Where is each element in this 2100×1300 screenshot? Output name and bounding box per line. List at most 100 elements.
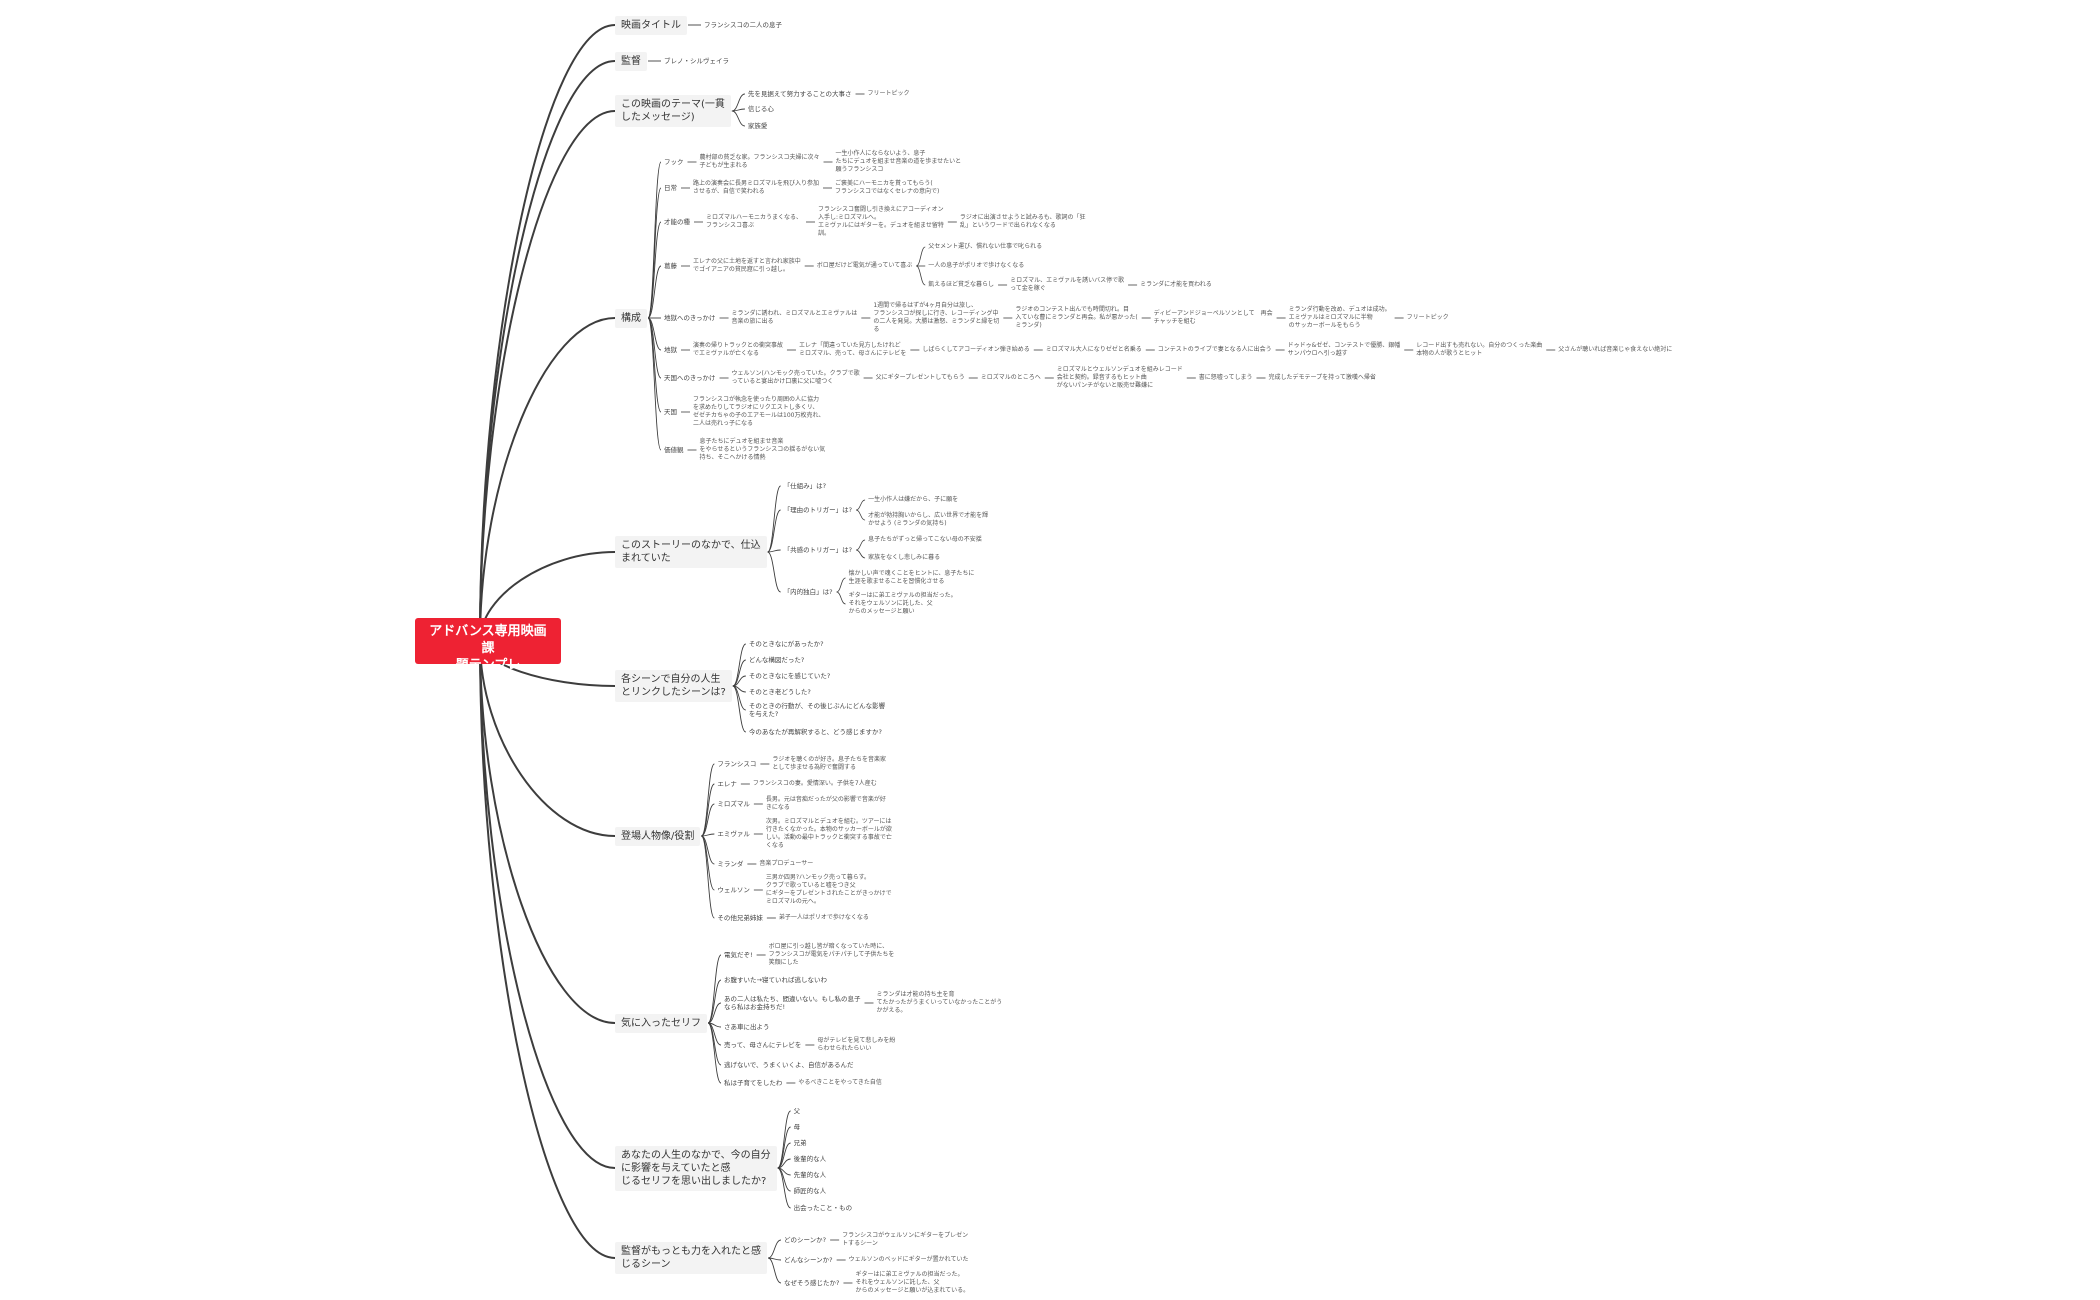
- branch-lines-item-5[interactable]: 逃げないで、うまくいくよ、自信があるんだ: [724, 1060, 854, 1069]
- branch-setup-item-1-0[interactable]: 一生小作人は嫌だから、子に願を: [868, 496, 959, 504]
- branch-influence-item-4[interactable]: 先輩的な人: [793, 1170, 827, 1179]
- branch-lines[interactable]: 気に入ったセリフ: [615, 1013, 707, 1033]
- branch-influence-item-3[interactable]: 後輩的な人: [793, 1154, 827, 1163]
- branch-structure-item-5-0-0-0-0-0-0-0-0[interactable]: 父さんが聴いれば音楽じゃ食えない絶対に: [1558, 346, 1673, 354]
- branch-structure-item-2-0[interactable]: ミロズマルハーモニカうまくなる、 フランシスコ喜ぶ: [706, 214, 803, 229]
- branch-lines-item-0[interactable]: 電気だぞ!: [724, 950, 753, 959]
- branch-scene-item-1[interactable]: どんな構図だった?: [748, 655, 805, 664]
- branch-structure-item-4-0-0-0[interactable]: ラジオのコンテスト出んでも時間切れ。目 入ていな曹にミランダと再会。私が悪かった…: [1015, 306, 1138, 329]
- branch-setup-item-0[interactable]: 「仕組み」は?: [783, 481, 827, 490]
- branch-characters-item-1[interactable]: エレナ: [717, 779, 737, 788]
- branch-characters-item-3-0[interactable]: 次男。ミロズマルとデュオを組む。ツアーには 行きたくなかった。本物のサッカーボー…: [765, 818, 892, 849]
- branch-lines-item-6-0[interactable]: やるべきことをやってきた自信: [798, 1079, 882, 1087]
- branch-structure-item-4[interactable]: 地獄へのきっかけ: [664, 313, 716, 322]
- branch-structure-item-3-0-0-0[interactable]: 父セメント運び、慣れない仕事で叱られる: [928, 243, 1043, 251]
- branch-lines-item-6[interactable]: 私は子育てをしたわ: [724, 1078, 783, 1087]
- branch-influence-item-5[interactable]: 師匠的な人: [793, 1186, 827, 1195]
- branch-lines-item-2[interactable]: あの二人は私たち、間違いない。もし私の息子 なら私はお金持ちだ!: [724, 994, 861, 1011]
- branch-structure-item-0-0-0[interactable]: 一生小作人にならないよう、息子 たちにデュオを組ませ音楽の道を歩ませたいと 願う…: [835, 150, 962, 173]
- branch-structure-item-5[interactable]: 地獄: [664, 345, 677, 354]
- branch-theme-item-0[interactable]: 先を見据えて努力することの大事さ: [747, 89, 852, 98]
- branch-structure-item-5-0-0[interactable]: エレナ「間違っていた見方したけれど ミロズマル、売って、母さんにテレビを: [798, 342, 907, 357]
- branch-characters-item-6-0[interactable]: 弟子一人はポリオで歩けなくなる: [778, 914, 869, 922]
- branch-structure-item-7-0[interactable]: フランシスコが執念を使ったり周囲の人に協力 を求めたりしてラジオにリクエストし多…: [693, 396, 825, 427]
- branch-characters-item-6[interactable]: その他兄弟姉妹: [717, 913, 763, 922]
- branch-structure-item-3-0-0-1[interactable]: 一人の息子がポリオで歩けなくなる: [928, 262, 1025, 270]
- branch-structure-item-3[interactable]: 葛藤: [664, 261, 677, 270]
- branch-structure-item-3-0-0[interactable]: ボロ屋だけど電気が通っていて喜ぶ: [816, 262, 913, 270]
- root-node[interactable]: アドバンス専用映画課 題テンプレ: [415, 618, 561, 673]
- branch-structure-item-1[interactable]: 日常: [664, 183, 677, 192]
- branch-characters-item-0-0[interactable]: ラジオを聴くのが好き。息子たちを音楽家 として歩ませる為貯で奮闘する: [772, 756, 886, 771]
- branch-structure-item-5-0-0-0-0-0-0[interactable]: ドゥドゥ&ゼゼ、コンテストで優勝、銀幡 サンパウロへ引っ越す: [1287, 342, 1401, 357]
- branch-structure-item-6[interactable]: 天国へのきっかけ: [664, 373, 716, 382]
- branch-effort-item-1[interactable]: どんなシーンか?: [784, 1255, 833, 1264]
- branch-setup[interactable]: このストーリーのなかで、仕込 まれていた: [615, 536, 767, 568]
- branch-characters-item-1-0[interactable]: フランシスコの妻。愛情深い。子供を7人産む: [752, 780, 877, 788]
- branch-scene[interactable]: 各シーンで自分の人生 とリンクしたシーンは?: [615, 670, 732, 702]
- branch-lines-item-4-0[interactable]: 母がテレビを見て悲しみを紛 らわせられたらいい: [817, 1037, 896, 1052]
- branch-structure-item-5-0-0-0-0-0[interactable]: コンテストのライブで妻となる人に出会う: [1157, 346, 1272, 354]
- branch-influence-item-6[interactable]: 出会ったこと・もの: [793, 1203, 853, 1212]
- branch-structure-item-1-0-0[interactable]: ご褒美にハーモニカを貰ってもらう( フランシスコではなくセレナの意向で): [835, 180, 940, 195]
- branch-effort[interactable]: 監督がもっとも力を入れたと感 じるシーン: [615, 1242, 767, 1274]
- branch-characters-item-3[interactable]: エミヴァル: [717, 829, 750, 838]
- branch-structure-item-6-0-0-0-0-0-0[interactable]: 完成したデモテープを持って激嘆へ帰省: [1268, 374, 1376, 382]
- branch-effort-item-0-0[interactable]: フランシスコがウェルソンにギターをプレゼン トするシーン: [842, 1232, 969, 1247]
- branch-effort-item-0[interactable]: どのシーンか?: [784, 1235, 827, 1244]
- branch-structure-item-7[interactable]: 天国: [664, 407, 677, 416]
- branch-scene-item-2[interactable]: そのときなにを感じていた?: [748, 671, 831, 680]
- branch-characters-item-0[interactable]: フランシスコ: [717, 759, 757, 768]
- branch-structure-item-6-0[interactable]: ウェルソン(ハンモック売っていた。クラブで歌 っていると宴出かけ口裏に父に嘘つく: [731, 370, 860, 385]
- branch-structure-item-5-0-0-0-0[interactable]: ミロズマル大人になりゼゼと名乗る: [1045, 346, 1142, 354]
- branch-structure-item-3-0-0-2-0[interactable]: ミロズマル、エミヴァルを誘いバス停で歌 って金を稼ぐ: [1010, 277, 1125, 292]
- branch-lines-item-1[interactable]: お腹すいた→寝ていれば逃しないわ: [724, 975, 827, 984]
- branch-title[interactable]: 映画タイトル: [615, 15, 687, 35]
- branch-theme[interactable]: この映画のテーマ(一貫 したメッセージ): [615, 95, 731, 127]
- branch-effort-item-1-0[interactable]: ウェルソンのベッドにギターが置かれていた: [848, 1256, 969, 1264]
- branch-characters-item-4[interactable]: ミランダ: [717, 859, 744, 868]
- branch-structure-item-4-0-0-0-0-0[interactable]: ミランダ行動を改め、デュオは成功。 エミヴァルはミロズマルに半物 のサッカーボー…: [1288, 306, 1391, 329]
- branch-scene-item-4[interactable]: そのときの行動が、その後じぶんにどんな影響 を与えた?: [748, 701, 886, 718]
- branch-influence[interactable]: あなたの人生のなかで、今の自分 に影響を与えていたと感 じるセリフを思い出しまし…: [615, 1145, 777, 1191]
- branch-influence-item-1[interactable]: 母: [793, 1122, 801, 1131]
- branch-structure[interactable]: 構成: [615, 308, 647, 328]
- branch-influence-item-0[interactable]: 父: [793, 1106, 801, 1115]
- branch-structure-item-1-0[interactable]: 路上の演奏会に長男ミロズマルを飛び入り参加 させるが、自信で笑われる: [693, 180, 820, 195]
- branch-director-item-0[interactable]: ブレノ・シルヴェイラ: [664, 56, 729, 65]
- branch-setup-item-2-0[interactable]: 息子たちがずっと帰ってこない母の不安揺: [868, 536, 982, 544]
- branch-structure-item-4-0-0-0-0[interactable]: ディビーアンドジョーペルソンとして 再会 チャッチを組む: [1153, 310, 1273, 325]
- branch-characters-item-2-0[interactable]: 長男。元は音痴だったが父の影響で音楽が好 きになる: [765, 796, 886, 811]
- branch-title-item-0[interactable]: フランシスコの二人の息子: [704, 20, 782, 29]
- branch-structure-item-5-0-0-0-0-0-0-0[interactable]: レコード出すも売れない。自分のつくった楽曲 本物の人が歌うとヒット: [1416, 342, 1543, 357]
- branch-characters-item-5-0[interactable]: 三男か四男?ハンモック売って暮らす。 クラブで歌っていると嘘をつき父 にギターを…: [765, 874, 892, 905]
- branch-structure-item-8-0[interactable]: 息子たちにデュオを組ませ音楽 をやらせるというフランシスコの揺るがない気 持ち、…: [699, 438, 826, 461]
- branch-setup-item-1-1[interactable]: 才能が勃持胸いからし、広い世界で才能を輝 かせよう (ミランダの気持ち): [868, 512, 989, 527]
- branch-structure-item-2-0-0[interactable]: フランシスコ奮闘し引き換えにアコーディオン 入手し:ミロズマルへ。 エミヴァルに…: [818, 206, 944, 237]
- branch-setup-item-3-1[interactable]: ギターはに弟エミヴァルの担当だった。 それをウェルソンに託した、父 からのメッセ…: [848, 592, 957, 615]
- branch-structure-item-2-0-0-0[interactable]: ラジオに出演させようと試みるも、歌詞の「狂 乱」というワードで出られなくなる: [959, 214, 1086, 229]
- branch-structure-item-0-0[interactable]: 農村部の貧乏な家。フランシスコ夫婦に次々 子どもが生まれる: [699, 154, 820, 169]
- branch-structure-item-5-0[interactable]: 演奏の帰りトラックとの衝突事故 でエミヴァルが亡くなる: [693, 342, 783, 357]
- branch-structure-item-6-0-0-0-0-0[interactable]: 書に怒嘘ってしまう: [1198, 374, 1253, 382]
- branch-lines-item-0-0[interactable]: ボロ屋に引っ越し皆が暗くなっていた時に、 フランシスコが電気をパチパチして子供た…: [768, 943, 895, 966]
- branch-structure-item-3-0-0-2-0-0[interactable]: ミランダに才能を買われる: [1140, 281, 1212, 289]
- branch-structure-item-2[interactable]: 才能の種: [664, 217, 690, 226]
- branch-scene-item-0[interactable]: そのときなにがあったか?: [748, 639, 824, 648]
- branch-structure-item-6-0-0-0[interactable]: ミロズマルのところへ: [980, 374, 1041, 382]
- branch-setup-item-2-1[interactable]: 家族をなくし悲しみに暮る: [868, 554, 941, 562]
- branch-structure-item-4-0-0[interactable]: 1週間で帰るはずが4ヶ月自分は旅し、 フランシスコが探しに行き、レコーディング中…: [873, 302, 1000, 333]
- branch-characters-item-4-0[interactable]: 音楽プロデューサー: [759, 860, 814, 868]
- branch-setup-item-3-0[interactable]: 懐かしい声で魂くことをヒントに、息子たちに 生涯を歌ませることを習慣化させる: [848, 570, 975, 585]
- branch-structure-item-8[interactable]: 価値観: [664, 445, 684, 454]
- branch-characters-item-2[interactable]: ミロズマル: [717, 799, 750, 808]
- branch-structure-item-6-0-0-0-0[interactable]: ミロズマルとウェルソンデュオを組みレコード 会社と契約。録音するもヒット曲 がな…: [1056, 366, 1183, 389]
- branch-setup-item-2[interactable]: 「共感のトリガー」は?: [783, 545, 853, 554]
- branch-lines-item-3[interactable]: さあ車に出よう: [724, 1022, 770, 1031]
- branch-structure-item-3-0-0-2[interactable]: 飢えるほど貧乏な暮らし: [928, 281, 995, 289]
- branch-effort-item-2[interactable]: なぜそう感じたか?: [784, 1278, 840, 1287]
- branch-effort-item-2-0[interactable]: ギターはに弟エミヴァルの担当だった。 それをウェルソンに託した、父 からのメッセ…: [855, 1271, 970, 1294]
- branch-structure-item-5-0-0-0[interactable]: しばらくしてアコーディオン弾き始める: [922, 346, 1030, 354]
- branch-theme-item-0-0[interactable]: フリートピック: [867, 90, 910, 98]
- branch-setup-item-1[interactable]: 「理由のトリガー」は?: [783, 505, 853, 514]
